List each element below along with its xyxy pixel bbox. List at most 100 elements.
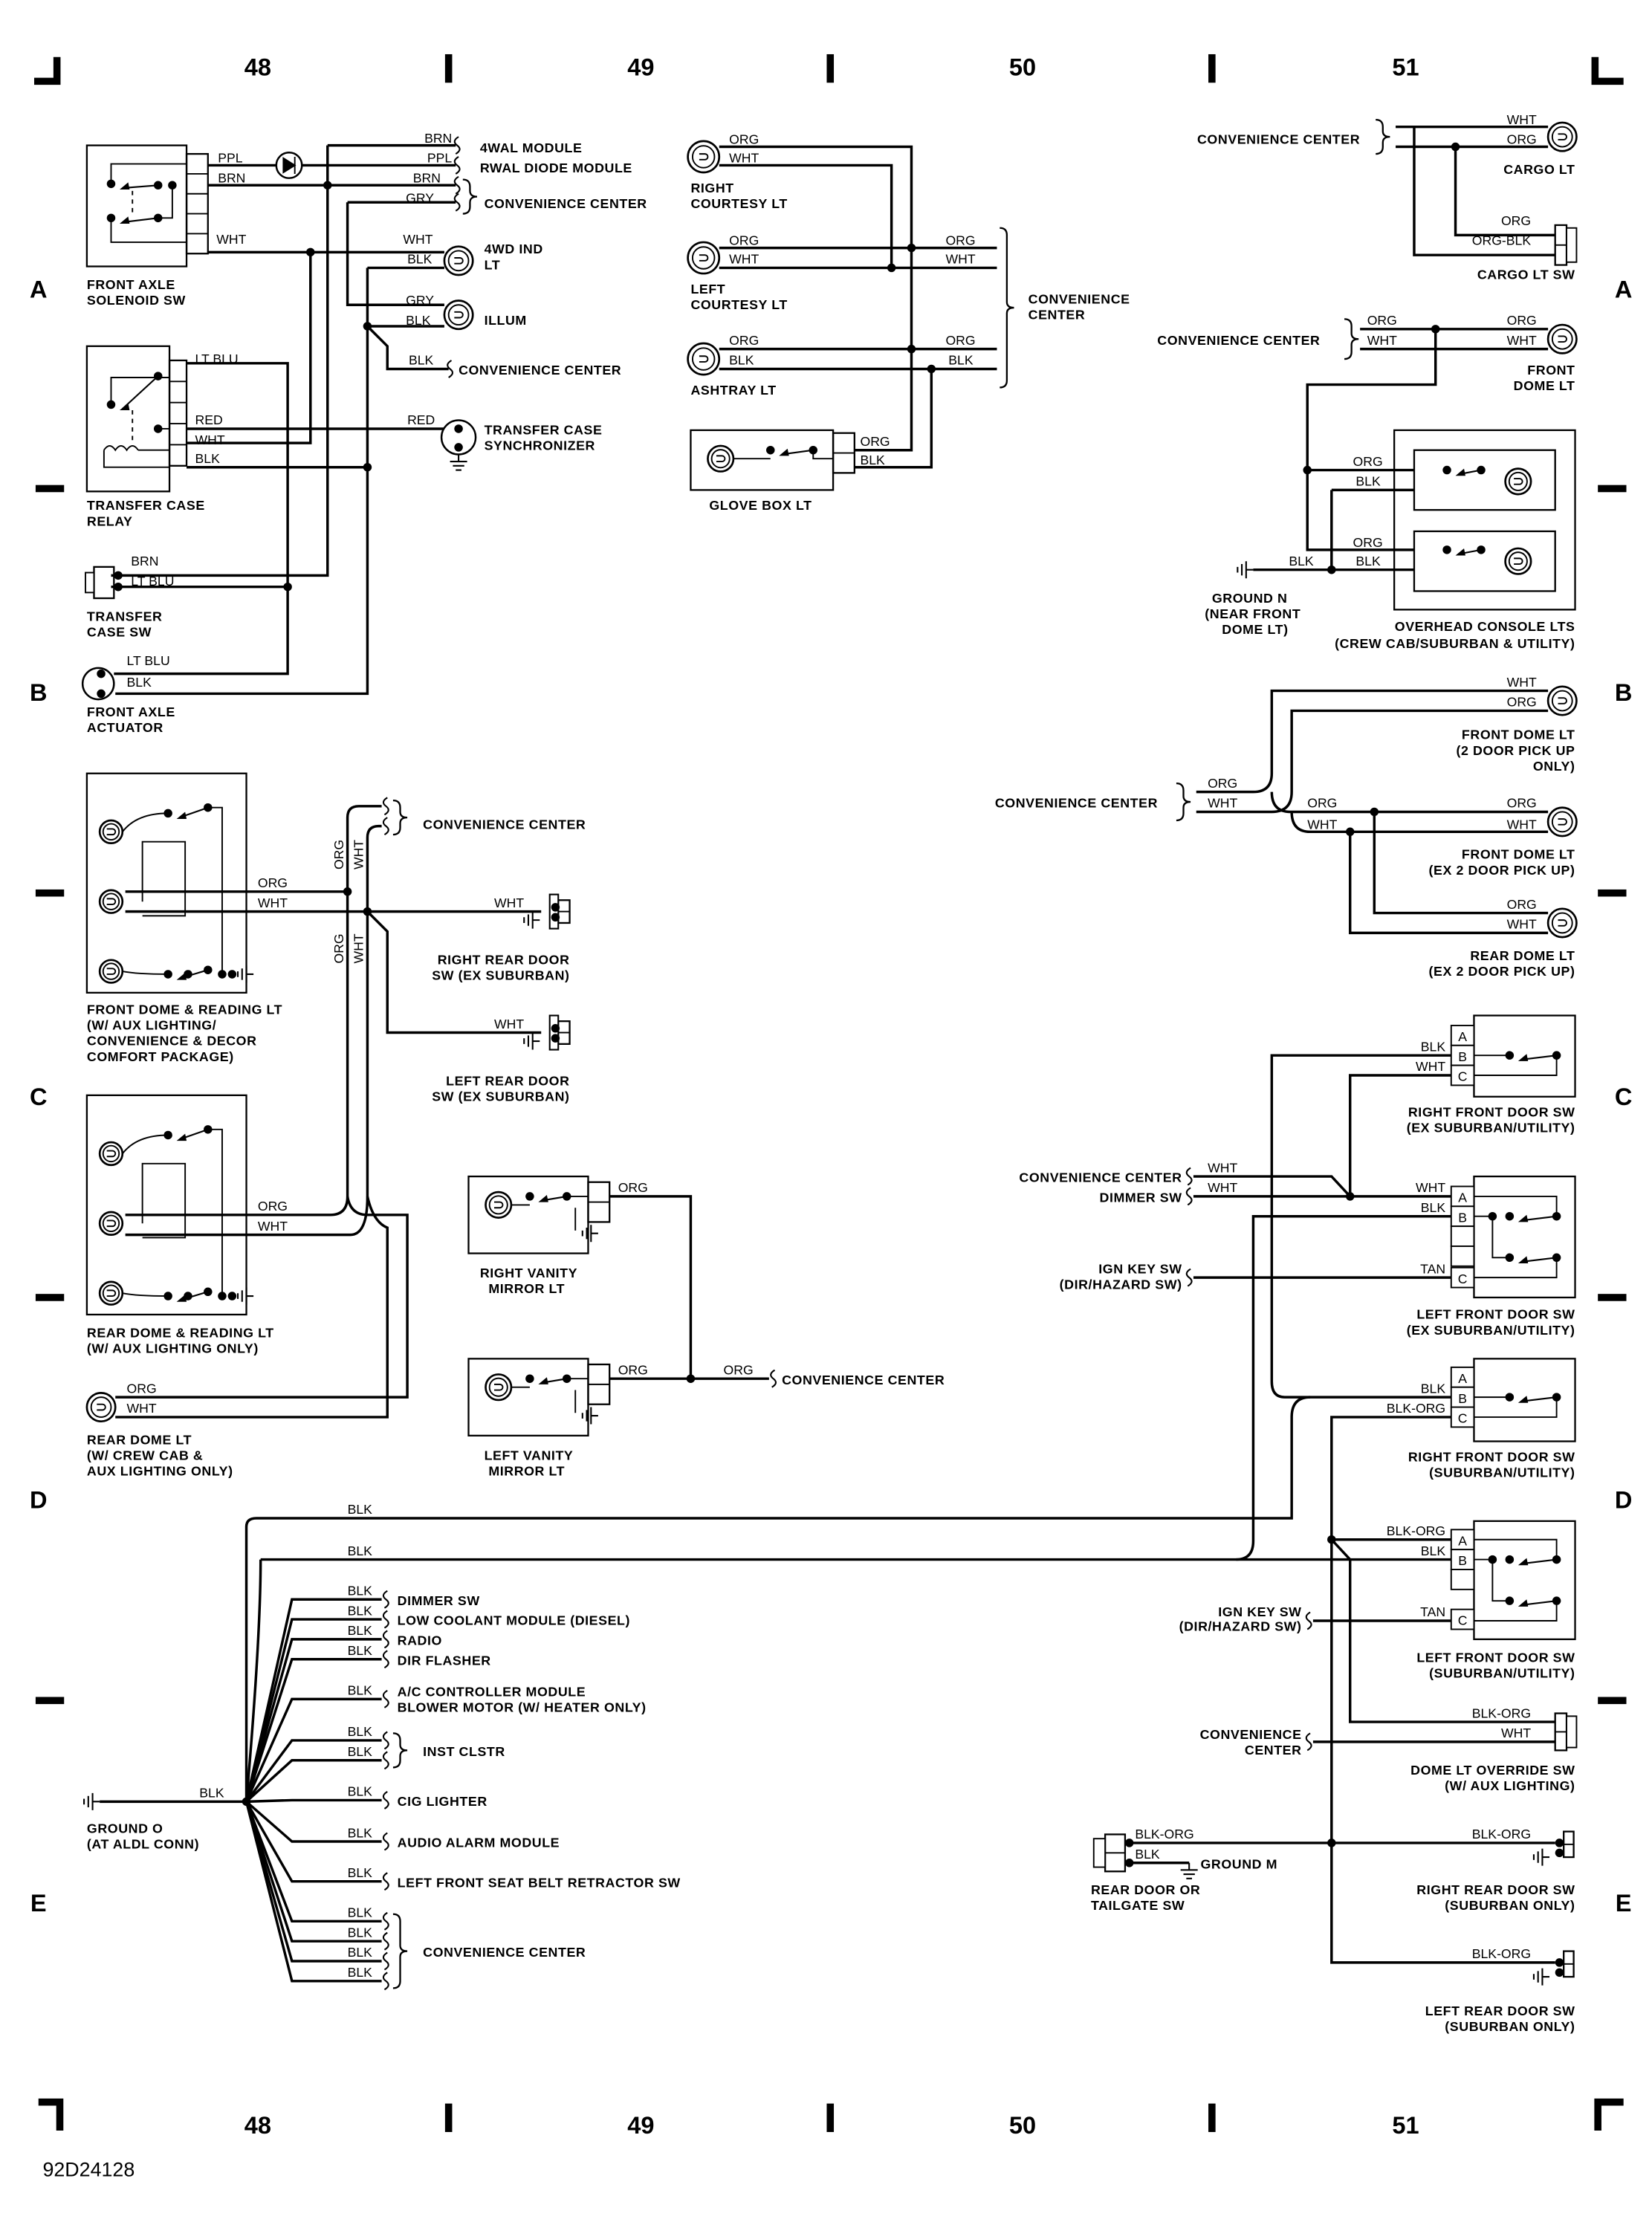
brace-icon — [392, 799, 408, 836]
switch-arrow-icon — [119, 403, 130, 411]
component-label: (AT ALDL CONN) — [87, 1837, 199, 1852]
wire — [1349, 832, 1549, 935]
component-label: 4WAL MODULE — [480, 140, 583, 155]
wire — [245, 1759, 382, 1803]
wire — [1373, 812, 1549, 915]
front-axle-actuator-icon — [81, 667, 115, 701]
connector-squiggle-icon — [382, 1951, 389, 1971]
component-label: FRONT DOME LT — [1462, 847, 1575, 862]
wire-color-label: BLK — [409, 353, 434, 368]
wire-color-label: WHT — [945, 252, 975, 267]
splice-dot — [551, 1024, 560, 1033]
row-letter: B — [30, 679, 48, 706]
splice-dot — [97, 669, 106, 678]
wire-color-label: ORG — [1507, 796, 1537, 811]
wire-color-label: BRN — [131, 554, 158, 568]
splice-dot — [907, 243, 916, 253]
lamp-bulb-icon — [1551, 690, 1573, 712]
wire-color-label: WHT — [352, 933, 366, 963]
wire — [244, 1801, 382, 1943]
component-label: FRONT AXLE — [87, 704, 175, 719]
component-label: COURTESY LT — [690, 196, 787, 211]
column-divider-mark — [826, 54, 835, 83]
overhead-lamp-right — [1413, 530, 1556, 592]
lamp-bulb-icon — [447, 250, 470, 272]
wire-color-label: WHT — [258, 1219, 288, 1234]
wire-color-label: BLK — [406, 313, 431, 328]
component-label: AUDIO ALARM MODULE — [398, 1836, 560, 1850]
wire — [245, 1801, 382, 1883]
connector-pin — [1450, 1608, 1475, 1630]
wire-color-label: ORG — [1507, 313, 1537, 328]
splice-dot — [114, 582, 123, 592]
splice-dot — [363, 462, 372, 472]
component-label: SOLENOID SW — [87, 293, 186, 308]
splice-dot — [323, 181, 332, 190]
splice-dot — [525, 1374, 534, 1383]
ground-icon — [236, 965, 254, 983]
lamp-bulb-icon — [710, 449, 731, 469]
row-divider-mark — [35, 1294, 65, 1301]
lamp-filament-icon — [106, 828, 117, 836]
splice-dot — [1431, 325, 1440, 334]
splice-dot — [97, 689, 106, 699]
pin-letter: A — [1458, 1029, 1467, 1044]
lamp-filament-icon — [1558, 133, 1567, 140]
wire-color-label: ORG — [1501, 213, 1531, 228]
wire-color-label: BLK — [348, 1502, 373, 1517]
column-number: 51 — [1392, 2112, 1419, 2139]
connector-squiggle-icon — [382, 1832, 389, 1851]
lamp-bulb-icon — [90, 1396, 112, 1418]
wire-color-label: ORG — [1307, 796, 1337, 811]
wire-color-label: ORG-BLK — [1472, 233, 1532, 248]
splice-dot — [283, 582, 292, 592]
lamp-filament-icon — [1558, 335, 1567, 343]
wire — [1270, 791, 1549, 814]
component-label: (2 DOOR PICK UP — [1456, 743, 1575, 758]
component-label: LT — [485, 257, 501, 272]
splice-dot — [1327, 1535, 1336, 1544]
component-label: (CREW CAB/SUBURBAN & UTILITY) — [1335, 636, 1575, 651]
switch-arrow-icon — [1517, 1256, 1529, 1263]
connector-squiggle-icon — [1185, 1187, 1193, 1206]
ground-icon — [83, 1792, 100, 1810]
wire — [609, 1195, 693, 1379]
component-label: REAR DOOR OR — [1091, 1882, 1200, 1897]
component-label: (W/ CREW CAB & — [87, 1448, 203, 1462]
component-label: GROUND N — [1212, 591, 1288, 606]
wire-color-label: BLK — [860, 453, 885, 467]
component-label: MIRROR LT — [488, 1281, 565, 1296]
row-letter: D — [1615, 1487, 1633, 1514]
wire — [245, 1739, 382, 1803]
diode-icon — [282, 156, 297, 174]
column-number: 49 — [627, 2112, 654, 2139]
connector-squiggle-icon — [453, 156, 461, 175]
wire-color-label: WHT — [1416, 1059, 1445, 1074]
splice-dot — [343, 887, 352, 896]
switch-arrow-icon — [1455, 548, 1465, 556]
brace-icon — [1000, 227, 1014, 389]
wire — [115, 1196, 409, 1399]
wire-color-label: BLK-ORG — [1135, 1827, 1193, 1841]
ground-icon — [581, 1225, 598, 1243]
lamp-bulb-icon — [102, 1284, 120, 1302]
splice-dot — [454, 424, 463, 433]
connector-pin — [1450, 1549, 1475, 1570]
component-label: 4WD IND — [485, 242, 543, 256]
corner-mark — [1594, 2098, 1624, 2131]
component-label: RIGHT — [690, 181, 733, 195]
wire-color-label: PPL — [218, 151, 243, 166]
wire — [1290, 812, 1549, 834]
connector-squiggle-icon — [382, 797, 389, 816]
splice-dot — [1124, 1839, 1134, 1847]
wire-color-label: BLK — [195, 451, 221, 466]
wire-color-label: BLK — [1355, 554, 1381, 568]
splice-dot — [1477, 465, 1486, 475]
wire-color-label: ORG — [258, 1199, 288, 1214]
wire-color-label: LT BLU — [127, 653, 170, 668]
component-label: DOME LT) — [1222, 622, 1288, 637]
component-label: CONVENIENCE — [1200, 1727, 1302, 1742]
component-label: COMFORT PACKAGE) — [87, 1049, 234, 1064]
wire-color-label: ORG — [127, 1381, 157, 1396]
splice-dot — [927, 364, 936, 374]
